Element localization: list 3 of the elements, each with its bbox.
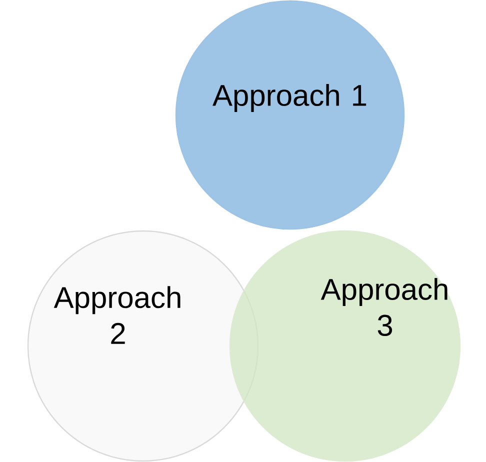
circle-label: Approach 2 xyxy=(54,286,180,344)
circle-label: Approach 3 xyxy=(320,278,448,336)
circle-label: Approach 1 xyxy=(212,84,366,112)
